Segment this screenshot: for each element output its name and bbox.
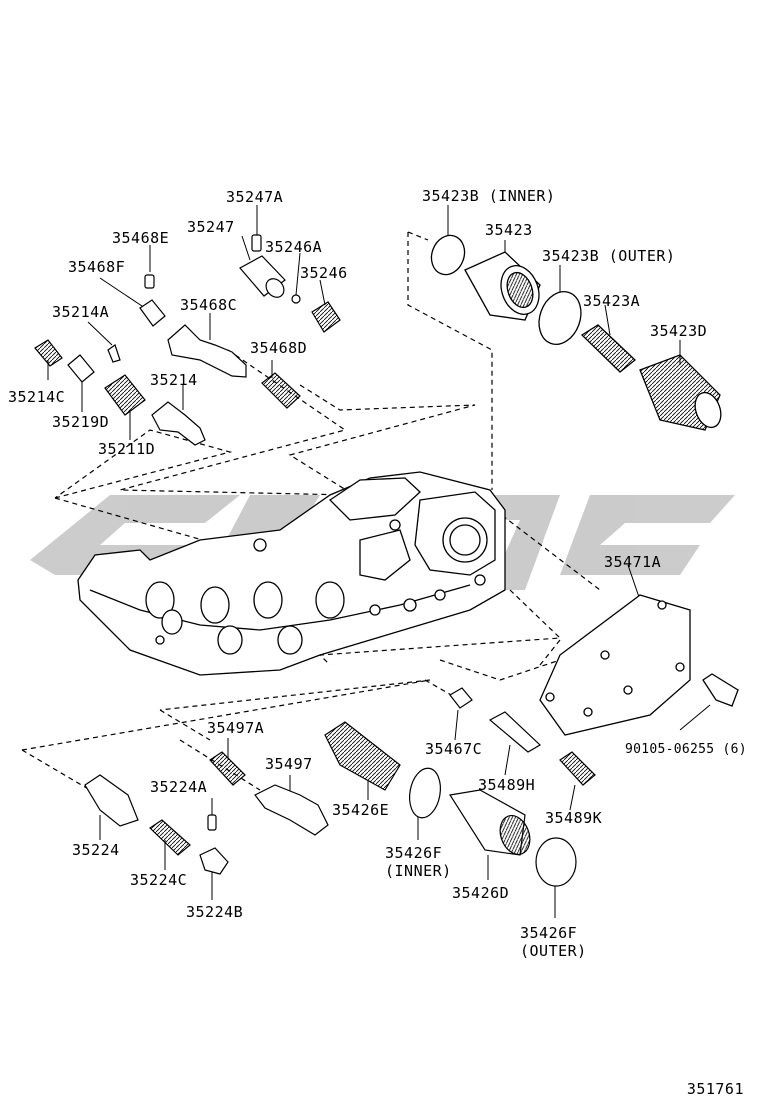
label-35468E: 35468E <box>112 229 170 247</box>
label-35468D: 35468D <box>250 339 308 357</box>
label-35489K: 35489K <box>545 809 603 827</box>
label-35497: 35497 <box>265 755 313 773</box>
label-35423B-inner: 35423B (INNER) <box>422 187 556 205</box>
label-90105-06255: 90105-06255 (6) <box>625 742 747 757</box>
label-35247A: 35247A <box>226 188 284 206</box>
label-35214C: 35214C <box>8 388 66 406</box>
label-35423B-outer: 35423B (OUTER) <box>542 247 676 265</box>
label-35224A: 35224A <box>150 778 208 796</box>
lower-parts <box>84 687 596 887</box>
diagram-reference-number: 351761 <box>686 1080 744 1098</box>
label-35426F-outer: 35426F <box>520 924 578 942</box>
label-35467C: 35467C <box>425 740 483 758</box>
label-35224B: 35224B <box>186 903 244 921</box>
label-35247: 35247 <box>187 218 235 236</box>
label-35211D: 35211D <box>98 440 156 458</box>
valve-body <box>77 471 506 676</box>
label-35489H: 35489H <box>478 776 536 794</box>
label-35426D: 35426D <box>452 884 510 902</box>
label-35246A: 35246A <box>265 238 323 256</box>
label-35214: 35214 <box>150 371 198 389</box>
label-35219D: 35219D <box>52 413 110 431</box>
upper-left-parts <box>34 234 341 446</box>
label-35423A: 35423A <box>583 292 641 310</box>
label-35426F-inner: 35426F <box>385 844 443 862</box>
label-35497A: 35497A <box>207 719 265 737</box>
label-35224: 35224 <box>72 841 120 859</box>
upper-right-parts <box>430 234 722 431</box>
label-35214A: 35214A <box>52 303 110 321</box>
label-35468C: 35468C <box>180 296 238 314</box>
label-35471A: 35471A <box>604 553 662 571</box>
label-35224C: 35224C <box>130 871 188 889</box>
label-35468F: 35468F <box>68 258 126 276</box>
label-inner-qualifier: (INNER) <box>385 862 452 880</box>
label-35423: 35423 <box>485 221 533 239</box>
label-35423D: 35423D <box>650 322 708 340</box>
label-35246: 35246 <box>300 264 348 282</box>
gasket-plate <box>539 594 739 736</box>
label-35426E: 35426E <box>332 801 390 819</box>
label-outer-qualifier: (OUTER) <box>520 942 587 960</box>
